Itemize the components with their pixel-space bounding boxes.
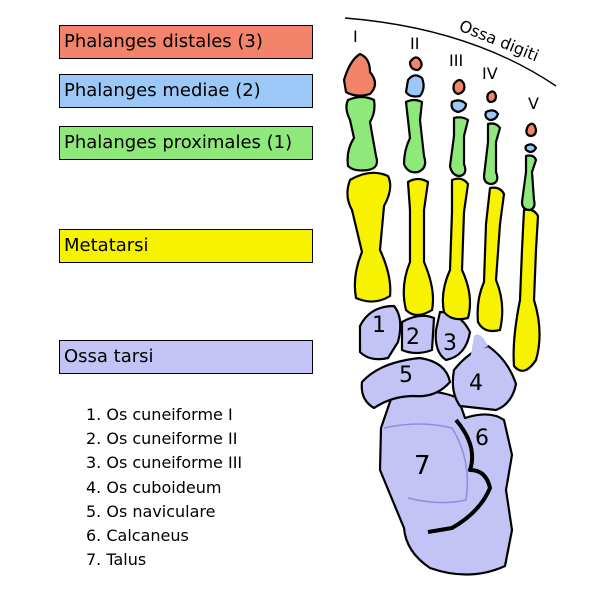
- navicular: [360, 356, 452, 410]
- metatarsal-III: [441, 177, 472, 321]
- numeral-I: I: [353, 27, 358, 46]
- bone-number-2: 2: [406, 325, 420, 350]
- middle-phalanx-IV: [484, 109, 500, 122]
- middle-phalanx-V: [524, 143, 538, 154]
- digits-arc: [344, 17, 557, 87]
- key-item-7: 7. Talus: [86, 550, 147, 570]
- middle-phalanx-II: [404, 74, 425, 98]
- proximal-phalanx-IV: [482, 122, 502, 186]
- legend-phalanges-proximales: Phalanges proximales (1): [59, 126, 313, 160]
- key-item-3: 3. Os cuneiforme III: [86, 453, 243, 473]
- numeral-III: III: [449, 51, 463, 70]
- distal-phalanx-V: [525, 122, 538, 138]
- bone-number-6: 6: [475, 426, 489, 451]
- key-item-2: 2. Os cuneiforme II: [86, 429, 238, 449]
- bone-number-1: 1: [372, 313, 386, 338]
- bone-number-7: 7: [414, 451, 431, 481]
- talus-outline: [383, 423, 469, 504]
- distal-phalanx-I: [342, 52, 377, 97]
- bone-number-3: 3: [443, 331, 457, 356]
- digits-label: Ossa digiti: [457, 16, 542, 65]
- proximal-phalanx-III: [448, 116, 470, 178]
- bone-key-list: 1. Os cuneiforme I 2. Os cuneiforme II 3…: [86, 403, 242, 572]
- bone-number-5: 5: [399, 363, 413, 388]
- middle-phalanx-III: [450, 99, 468, 114]
- key-item-1: 1. Os cuneiforme I: [86, 405, 233, 424]
- distal-phalanx-II: [408, 56, 423, 72]
- distal-phalanx-IV: [486, 90, 498, 104]
- proximal-phalanx-II: [402, 98, 427, 174]
- cuneiform-II: [400, 314, 436, 355]
- talus-calcaneus: [378, 390, 514, 576]
- metatarsal-V: [512, 208, 541, 372]
- metatarsal-I: [346, 171, 392, 303]
- legend-phalanges-mediae: Phalanges mediae (2): [59, 74, 313, 108]
- key-item-5: 5. Os naviculare: [86, 501, 216, 521]
- numeral-V: V: [528, 94, 539, 113]
- distal-phalanx-III: [452, 78, 466, 96]
- legend-phalanges-distales: Phalanges distales (3): [59, 25, 313, 59]
- cuneiform-I: [358, 304, 402, 361]
- metatarsal-IV: [476, 186, 506, 333]
- proximal-phalanx-V: [520, 154, 538, 212]
- metatarsal-II: [402, 177, 435, 317]
- cuboid-front: [470, 334, 488, 360]
- key-item-6: 6. Calcaneus: [86, 526, 189, 546]
- numeral-IV: IV: [482, 64, 498, 83]
- bone-number-4: 4: [469, 371, 483, 396]
- key-item-4: 4. Os cuboideum: [86, 477, 222, 497]
- legend-metatarsi: Metatarsi: [59, 229, 313, 263]
- proximal-phalanx-I: [345, 95, 379, 172]
- sinus-tarsi-groove: [427, 418, 492, 534]
- legend-ossa-tarsi: Ossa tarsi: [59, 340, 313, 374]
- cuboid: [451, 344, 518, 412]
- numeral-II: II: [410, 34, 419, 53]
